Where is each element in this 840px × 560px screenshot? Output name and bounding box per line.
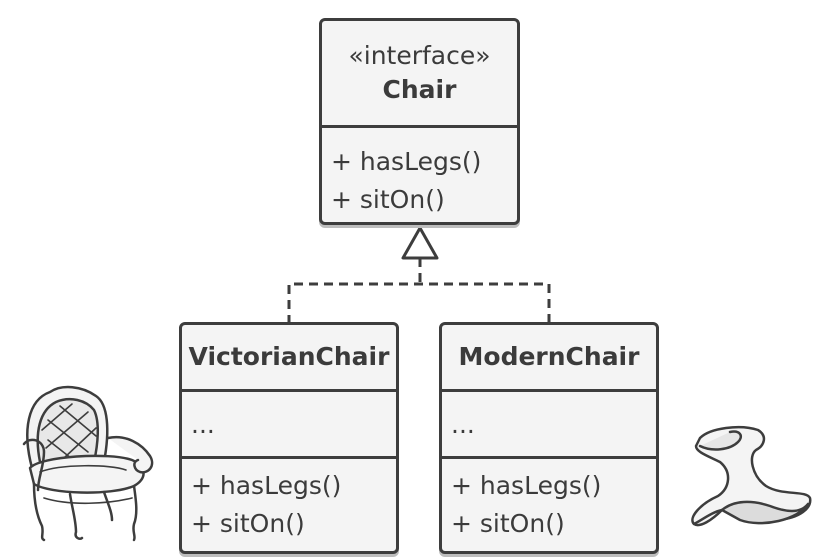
interface-chair-box[interactable]: «interface» Chair + hasLegs() + sitOn()	[319, 18, 520, 225]
realization-arrowhead	[401, 226, 439, 260]
method-sit-on: + sitOn()	[331, 185, 445, 214]
victorian-chair-methods: + hasLegs() + sitOn()	[182, 456, 396, 543]
interface-chair-methods: + hasLegs() + sitOn()	[322, 125, 517, 219]
interface-chair-name: Chair	[382, 75, 457, 104]
modern-chair-fields: ...	[442, 389, 656, 456]
victorian-chair-name: VictorianChair	[188, 342, 390, 371]
modern-chair-header: ModernChair	[442, 325, 656, 389]
method-sit-on: + sitOn()	[451, 509, 565, 538]
modern-chair-methods: + hasLegs() + sitOn()	[442, 456, 656, 543]
fields-ellipsis: ...	[191, 410, 215, 439]
victorian-chair-header: VictorianChair	[182, 325, 396, 389]
victorian-chair-box[interactable]: VictorianChair ... + hasLegs() + sitOn()	[179, 322, 399, 554]
modern-chair-box[interactable]: ModernChair ... + hasLegs() + sitOn()	[439, 322, 659, 554]
interface-stereotype: «interface»	[348, 41, 491, 70]
fields-ellipsis: ...	[451, 410, 475, 439]
method-has-legs: + hasLegs()	[191, 471, 342, 500]
method-has-legs: + hasLegs()	[331, 147, 482, 176]
realization-line	[287, 258, 551, 324]
victorian-chair-fields: ...	[182, 389, 396, 456]
modern-chair-name: ModernChair	[458, 342, 640, 371]
method-has-legs: + hasLegs()	[451, 471, 602, 500]
interface-chair-header: «interface» Chair	[322, 21, 517, 125]
method-sit-on: + sitOn()	[191, 509, 305, 538]
